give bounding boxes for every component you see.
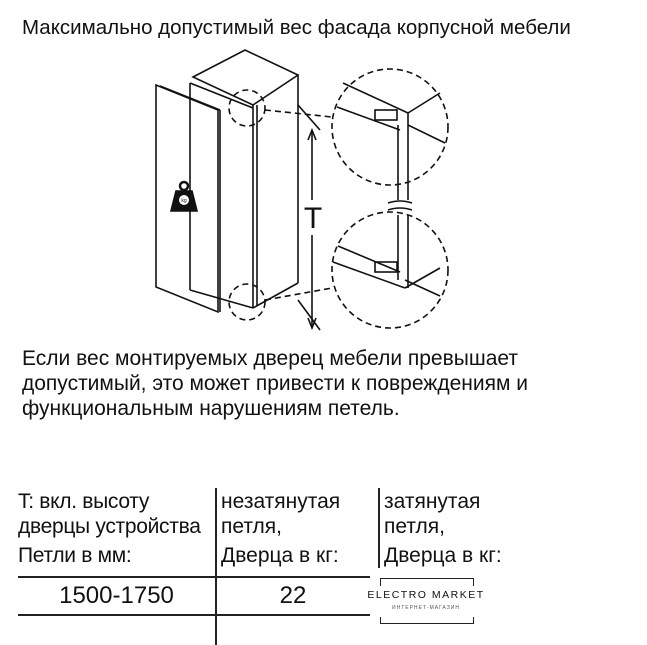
row-divider [18, 576, 370, 578]
header-line: Дверца в кг: [221, 544, 339, 567]
header-line: T: вкл. высоту [18, 490, 150, 513]
cell-untightened: 22 [279, 582, 307, 609]
page-title: Максимально допустимый вес фасада корпус… [22, 16, 571, 39]
row-divider [18, 614, 370, 616]
dimension-label-t: T [304, 202, 322, 235]
header-tightened: затянутая петля, Дверца в кг: [384, 489, 502, 573]
header-line: петля, [221, 515, 282, 538]
hinge-detail-callouts [228, 68, 449, 329]
header-line: затянутая [384, 490, 481, 513]
header-untightened: незатянутая петля, Дверца в кг: [221, 489, 340, 568]
header-line: Дверца в кг: [384, 544, 502, 567]
weight-icon: kg [169, 180, 199, 212]
weight-label: kg [181, 198, 187, 204]
watermark-subtitle: ИНТЕРНЕТ-МАГАЗИН [392, 605, 460, 611]
height-dimension: T [297, 104, 322, 331]
warning-text: Если вес монтируемых дверец мебели превы… [22, 347, 528, 420]
watermark-logo: ELECTRO MARKET ИНТЕРНЕТ-МАГАЗИН [366, 578, 486, 624]
column-divider [378, 488, 380, 568]
header-line: незатянутая [221, 490, 341, 513]
watermark-name: ELECTRO MARKET [366, 589, 486, 601]
header-line: петля, [384, 515, 445, 538]
header-line: Петли в мм: [18, 544, 132, 567]
header-line: дверцы устройства [18, 515, 201, 538]
cell-height: 1500-1750 [59, 582, 174, 609]
cabinet [189, 49, 300, 309]
column-divider [215, 488, 217, 645]
hinge-detail-top [336, 82, 446, 200]
hinge-detail-bottom [332, 200, 441, 297]
header-height: T: вкл. высоту дверцы устройства Петли в… [18, 489, 201, 568]
